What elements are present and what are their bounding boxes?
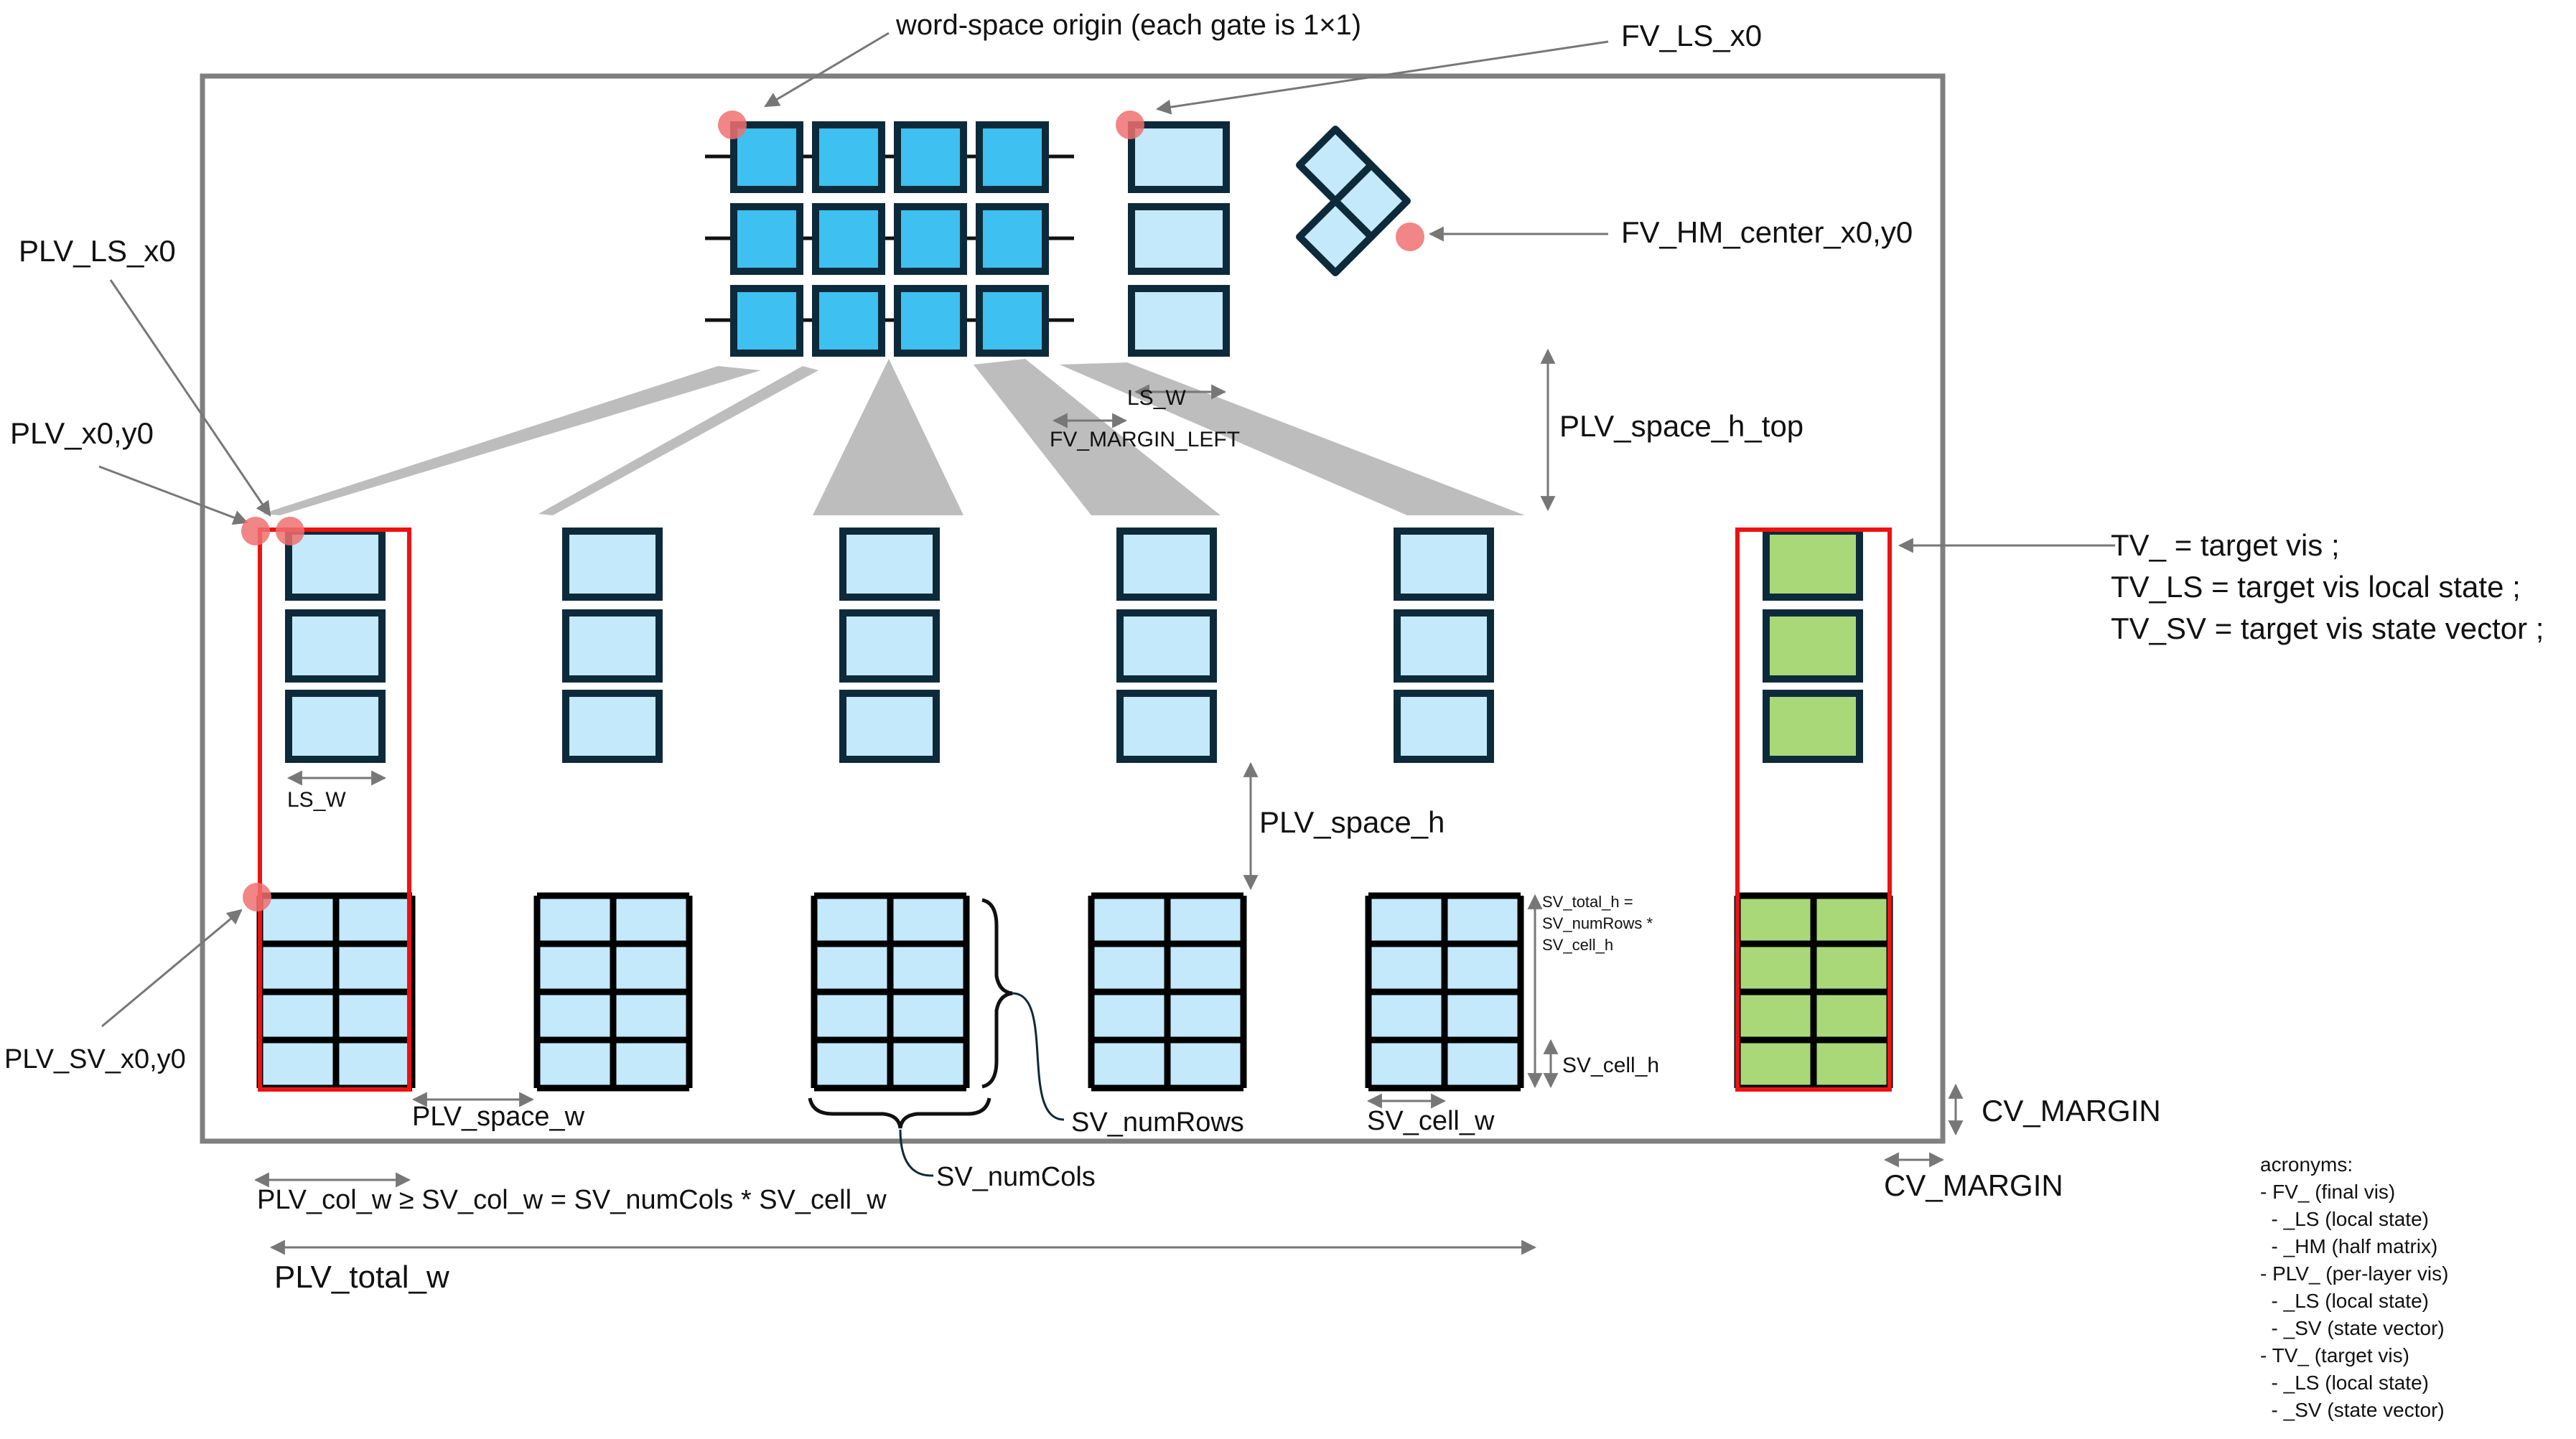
word-gate: [894, 285, 967, 357]
acronym-item: - TV_ (target vis): [2260, 1344, 2409, 1367]
plv-local-state-cell: [1116, 609, 1217, 683]
plv-local-state-cell: [285, 528, 386, 601]
origin-dot: [1396, 222, 1424, 251]
sv-total-h-line-3: SV_cell_h: [1542, 936, 1613, 954]
funnel-5: [1060, 362, 1525, 515]
fv-hm-center-label: FV_HM_center_x0,y0: [1621, 215, 1913, 249]
plv-local-state-cell: [1394, 690, 1494, 763]
sv-numcols-brace: [808, 1097, 991, 1129]
origin-dot: [243, 883, 271, 911]
plv-local-state-cell: [1394, 528, 1494, 601]
plv-column-highlight: [258, 528, 411, 1092]
acronym-item: - _LS (local state): [2260, 1208, 2429, 1230]
plv-local-state-cell: [562, 690, 663, 763]
plv-x0y0-label: PLV_x0,y0: [10, 416, 154, 450]
origin-dot: [276, 517, 304, 545]
plv-ls-x0-label: PLV_LS_x0: [19, 234, 176, 268]
plv-total-w-label: PLV_total_w: [274, 1260, 449, 1295]
plv-space-w-label: PLV_space_w: [412, 1102, 585, 1132]
fv-ls-x0-label: FV_LS_x0: [1621, 19, 1762, 52]
tv-local-state-cell: [1763, 609, 1863, 683]
origin-dot: [718, 111, 747, 139]
word-gate: [730, 121, 803, 193]
word-gate: [812, 285, 885, 357]
word-gate: [812, 121, 885, 193]
plv-x0y0-pointer-arrow: [98, 465, 248, 525]
acronyms-legend: acronyms: - FV_ (final vis) - _LS (local…: [2260, 1153, 2448, 1421]
origin-pointer-arrow: [764, 32, 890, 108]
tv-line-2: TV_LS = target vis local state ;: [2111, 570, 2521, 604]
sv-total-h-line-2: SV_numRows *: [1542, 914, 1653, 932]
funnel-2: [538, 366, 818, 515]
sv-cell-w-label: SV_cell_w: [1367, 1106, 1495, 1136]
cv-margin-v-label: CV_MARGIN: [1982, 1094, 2161, 1128]
funnel-1: [262, 366, 761, 515]
acronym-item: - _HM (half matrix): [2260, 1235, 2437, 1257]
tv-line-3: TV_SV = target vis state vector ;: [2111, 611, 2544, 645]
sv-numrows-leader: [1012, 992, 1065, 1121]
word-gate: [730, 203, 803, 275]
acronym-item: - _SV (state vector): [2260, 1317, 2445, 1339]
acronym-item: - _LS (local state): [2260, 1372, 2429, 1394]
acronym-item: - _LS (local state): [2260, 1290, 2429, 1312]
plv-local-state-cell: [562, 528, 663, 601]
tv-local-state-cell: [1763, 528, 1863, 601]
word-gate: [812, 203, 885, 275]
acronym-item: - FV_ (final vis): [2260, 1181, 2395, 1203]
fv-margin-left-label: FV_MARGIN_LEFT: [1050, 428, 1240, 451]
word-gate: [894, 203, 967, 275]
sv-total-h-line-1: SV_total_h =: [1542, 893, 1633, 911]
sv-numcols-label: SV_numCols: [936, 1162, 1096, 1192]
labels: word-space origin (each gate is 1×1) FV_…: [4, 9, 2544, 1421]
word-space-origin-label: word-space origin (each gate is 1×1): [895, 9, 1361, 41]
funnel-3: [813, 359, 963, 515]
origin-dot: [241, 517, 270, 545]
canvas-border: [200, 73, 1946, 1144]
word-gate: [976, 203, 1049, 275]
tv-line-1: TV_ = target vis ;: [2111, 528, 2340, 562]
sv-numrows-label: SV_numRows: [1071, 1107, 1244, 1138]
word-gate: [976, 121, 1049, 193]
sv-numrows-brace: [981, 898, 1013, 1089]
plv-col-w-label: PLV_col_w ≥ SV_col_w = SV_numCols * SV_c…: [257, 1185, 887, 1215]
ls-w-top-label: LS_W: [1127, 386, 1186, 410]
plv-local-state-cell: [839, 609, 940, 683]
fv-local-state-cell: [1128, 285, 1230, 357]
plv-local-state-cell: [285, 690, 386, 763]
funnel-4: [974, 359, 1221, 515]
fv-local-state-cell: [1128, 203, 1230, 275]
plv-space-h-top-label: PLV_space_h_top: [1559, 409, 1803, 443]
fv-local-state-cell: [1128, 121, 1230, 193]
origin-dot: [1116, 111, 1144, 139]
acronym-item: - _SV (state vector): [2260, 1399, 2445, 1421]
tv-column-highlight: [1735, 528, 1892, 1092]
word-gate: [730, 285, 803, 357]
plv-space-h-label: PLV_space_h: [1259, 805, 1445, 839]
acronyms-title: acronyms:: [2260, 1153, 2353, 1176]
word-gate: [894, 121, 967, 193]
plv-local-state-cell: [1116, 528, 1217, 601]
plv-local-state-cell: [1394, 609, 1494, 683]
word-gate: [976, 285, 1049, 357]
plv-sv-x0y0-label: PLV_SV_x0,y0: [4, 1044, 186, 1074]
plv-local-state-cell: [839, 690, 940, 763]
cv-margin-h-label: CV_MARGIN: [1884, 1168, 2063, 1202]
plv-local-state-cell: [285, 609, 386, 683]
acronym-item: - PLV_ (per-layer vis): [2260, 1262, 2448, 1285]
sv-cell-h-label: SV_cell_h: [1562, 1054, 1659, 1077]
plv-ls-x0-pointer-arrow: [109, 279, 271, 517]
plv-sv-pointer-arrow: [101, 909, 243, 1028]
sv-numcols-leader: [899, 1129, 934, 1177]
plv-local-state-cell: [562, 609, 663, 683]
half-matrix-cell: [1296, 197, 1375, 276]
plv-local-state-cell: [1116, 690, 1217, 763]
plv-local-state-cell: [839, 528, 940, 601]
tv-local-state-cell: [1763, 690, 1863, 763]
fv-ls-x0-pointer-arrow: [1155, 40, 1609, 115]
ls-w-left-label: LS_W: [287, 788, 346, 812]
